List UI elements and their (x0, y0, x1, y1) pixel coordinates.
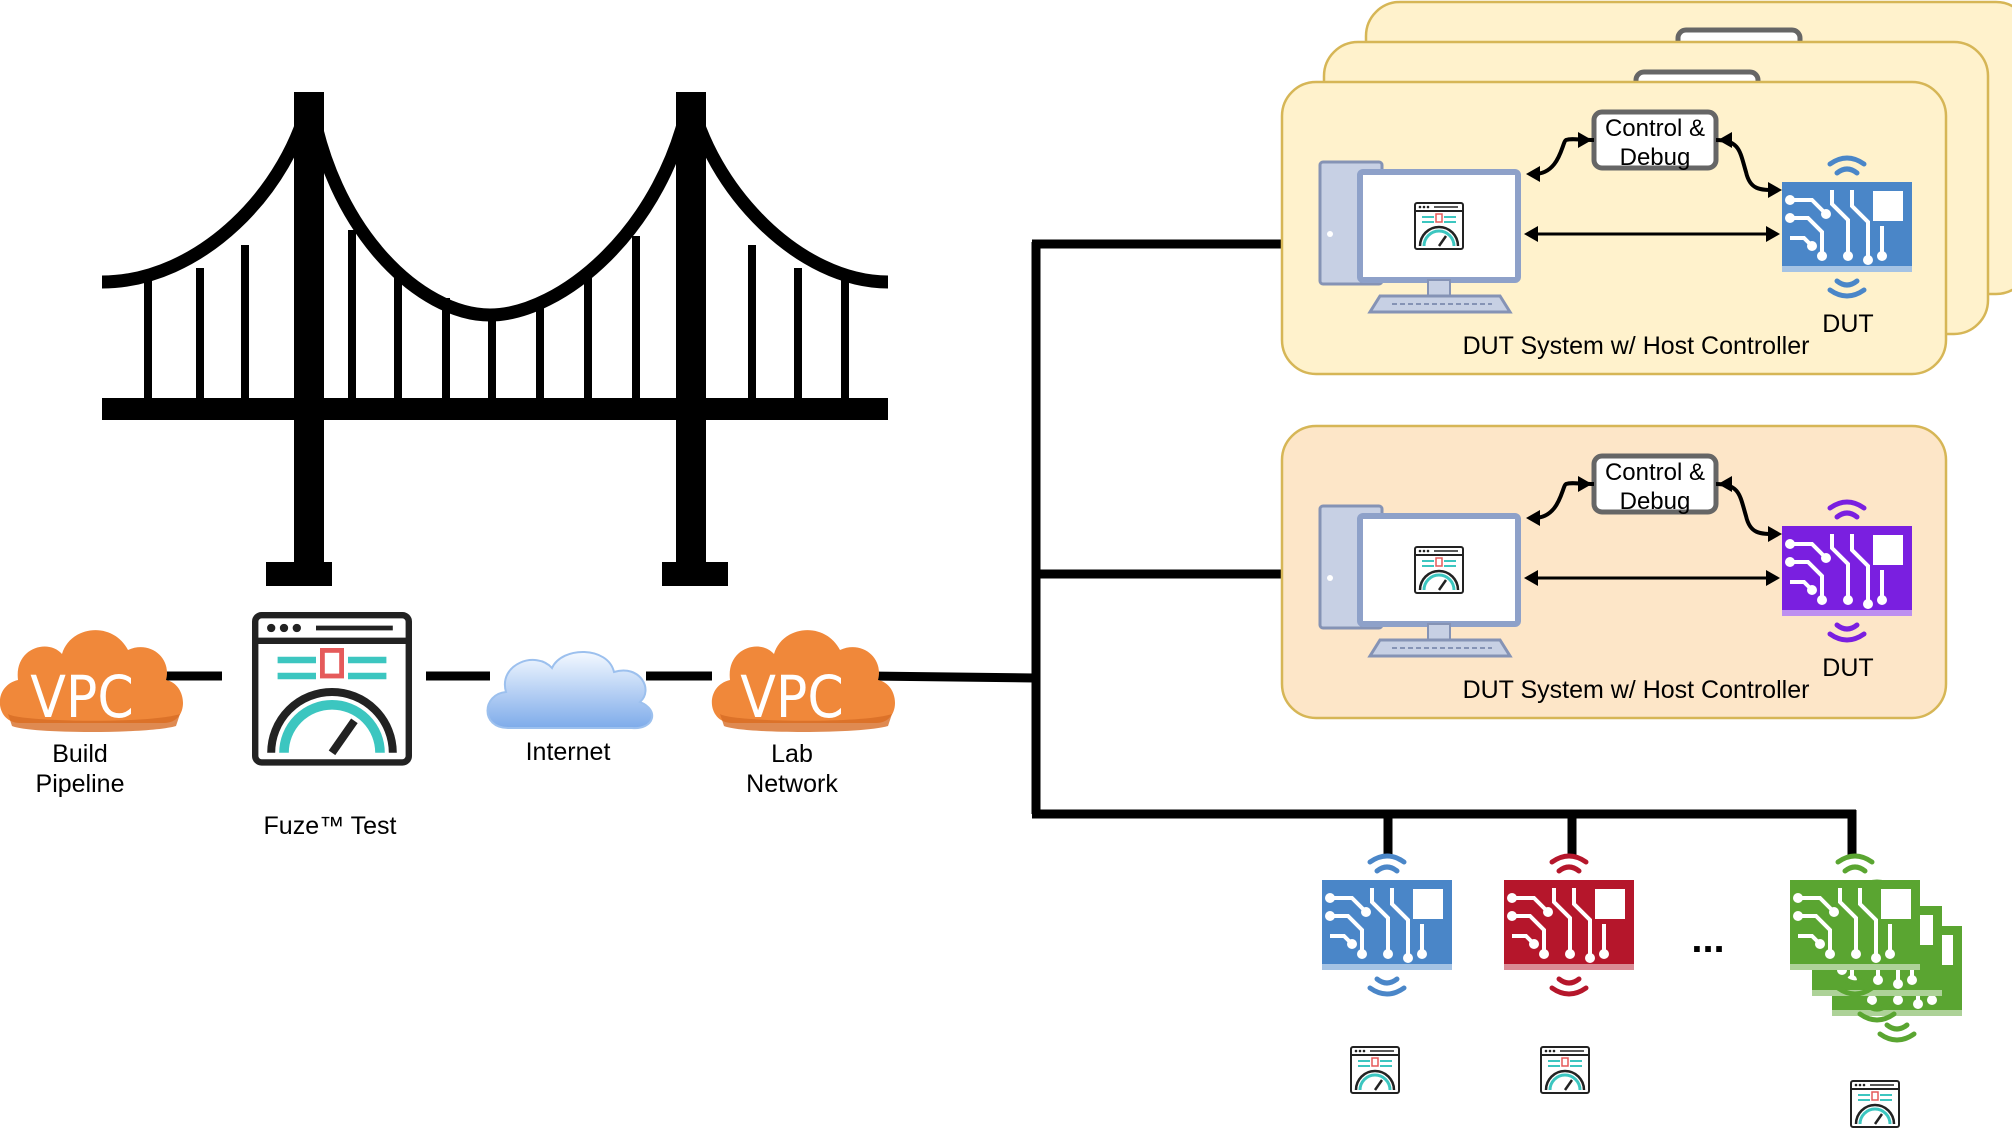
devices-ellipsis: ... (1691, 917, 1724, 961)
dut-board-icon (1782, 155, 1912, 299)
vpc-lab-label-line2: Network (746, 770, 838, 798)
vpc-lab-badge: VPC (740, 663, 844, 731)
bridge-icon (101, 92, 889, 586)
control-debug-line2: Debug (1620, 488, 1691, 515)
dut-label: DUT (1822, 654, 1873, 682)
control-debug-line2: Debug (1620, 144, 1691, 171)
control-debug-line1: Control & (1605, 459, 1705, 486)
vpc-build-badge: VPC (30, 663, 134, 731)
fuze-agent-icon (1349, 1045, 1401, 1095)
vpc-build-label-line2: Pipeline (36, 770, 125, 798)
internet-cloud-icon (486, 651, 654, 730)
fuze-test-icon (255, 615, 409, 762)
dut-board-icon (1782, 499, 1912, 643)
connection-arrows (1524, 132, 1782, 242)
device-board-icon (1322, 853, 1452, 997)
vpc-build-cloud-icon: VPC (0, 630, 183, 732)
control-debug-box: Control &Debug (1591, 109, 1719, 171)
fuze-agent-icon (1849, 1079, 1901, 1129)
dut-system-caption: DUT System w/ Host Controller (1463, 676, 1810, 704)
dut-system-caption: DUT System w/ Host Controller (1463, 332, 1810, 360)
vpc-lab-cloud-icon: VPC (711, 630, 895, 732)
device-board-icon (1790, 853, 1920, 997)
internet-label: Internet (526, 738, 611, 766)
vpc-build-label-line1: Build (52, 740, 108, 768)
connection-arrows (1524, 476, 1782, 586)
device-board-icon (1504, 853, 1634, 997)
dut-label: DUT (1822, 310, 1873, 338)
vpc-lab-label-line1: Lab (771, 740, 813, 768)
fuze-test-label: Fuze™ Test (264, 812, 397, 840)
control-debug-line1: Control & (1605, 115, 1705, 142)
fuze-agent-icon (1539, 1045, 1591, 1095)
control-debug-box: Control &Debug (1591, 453, 1719, 515)
